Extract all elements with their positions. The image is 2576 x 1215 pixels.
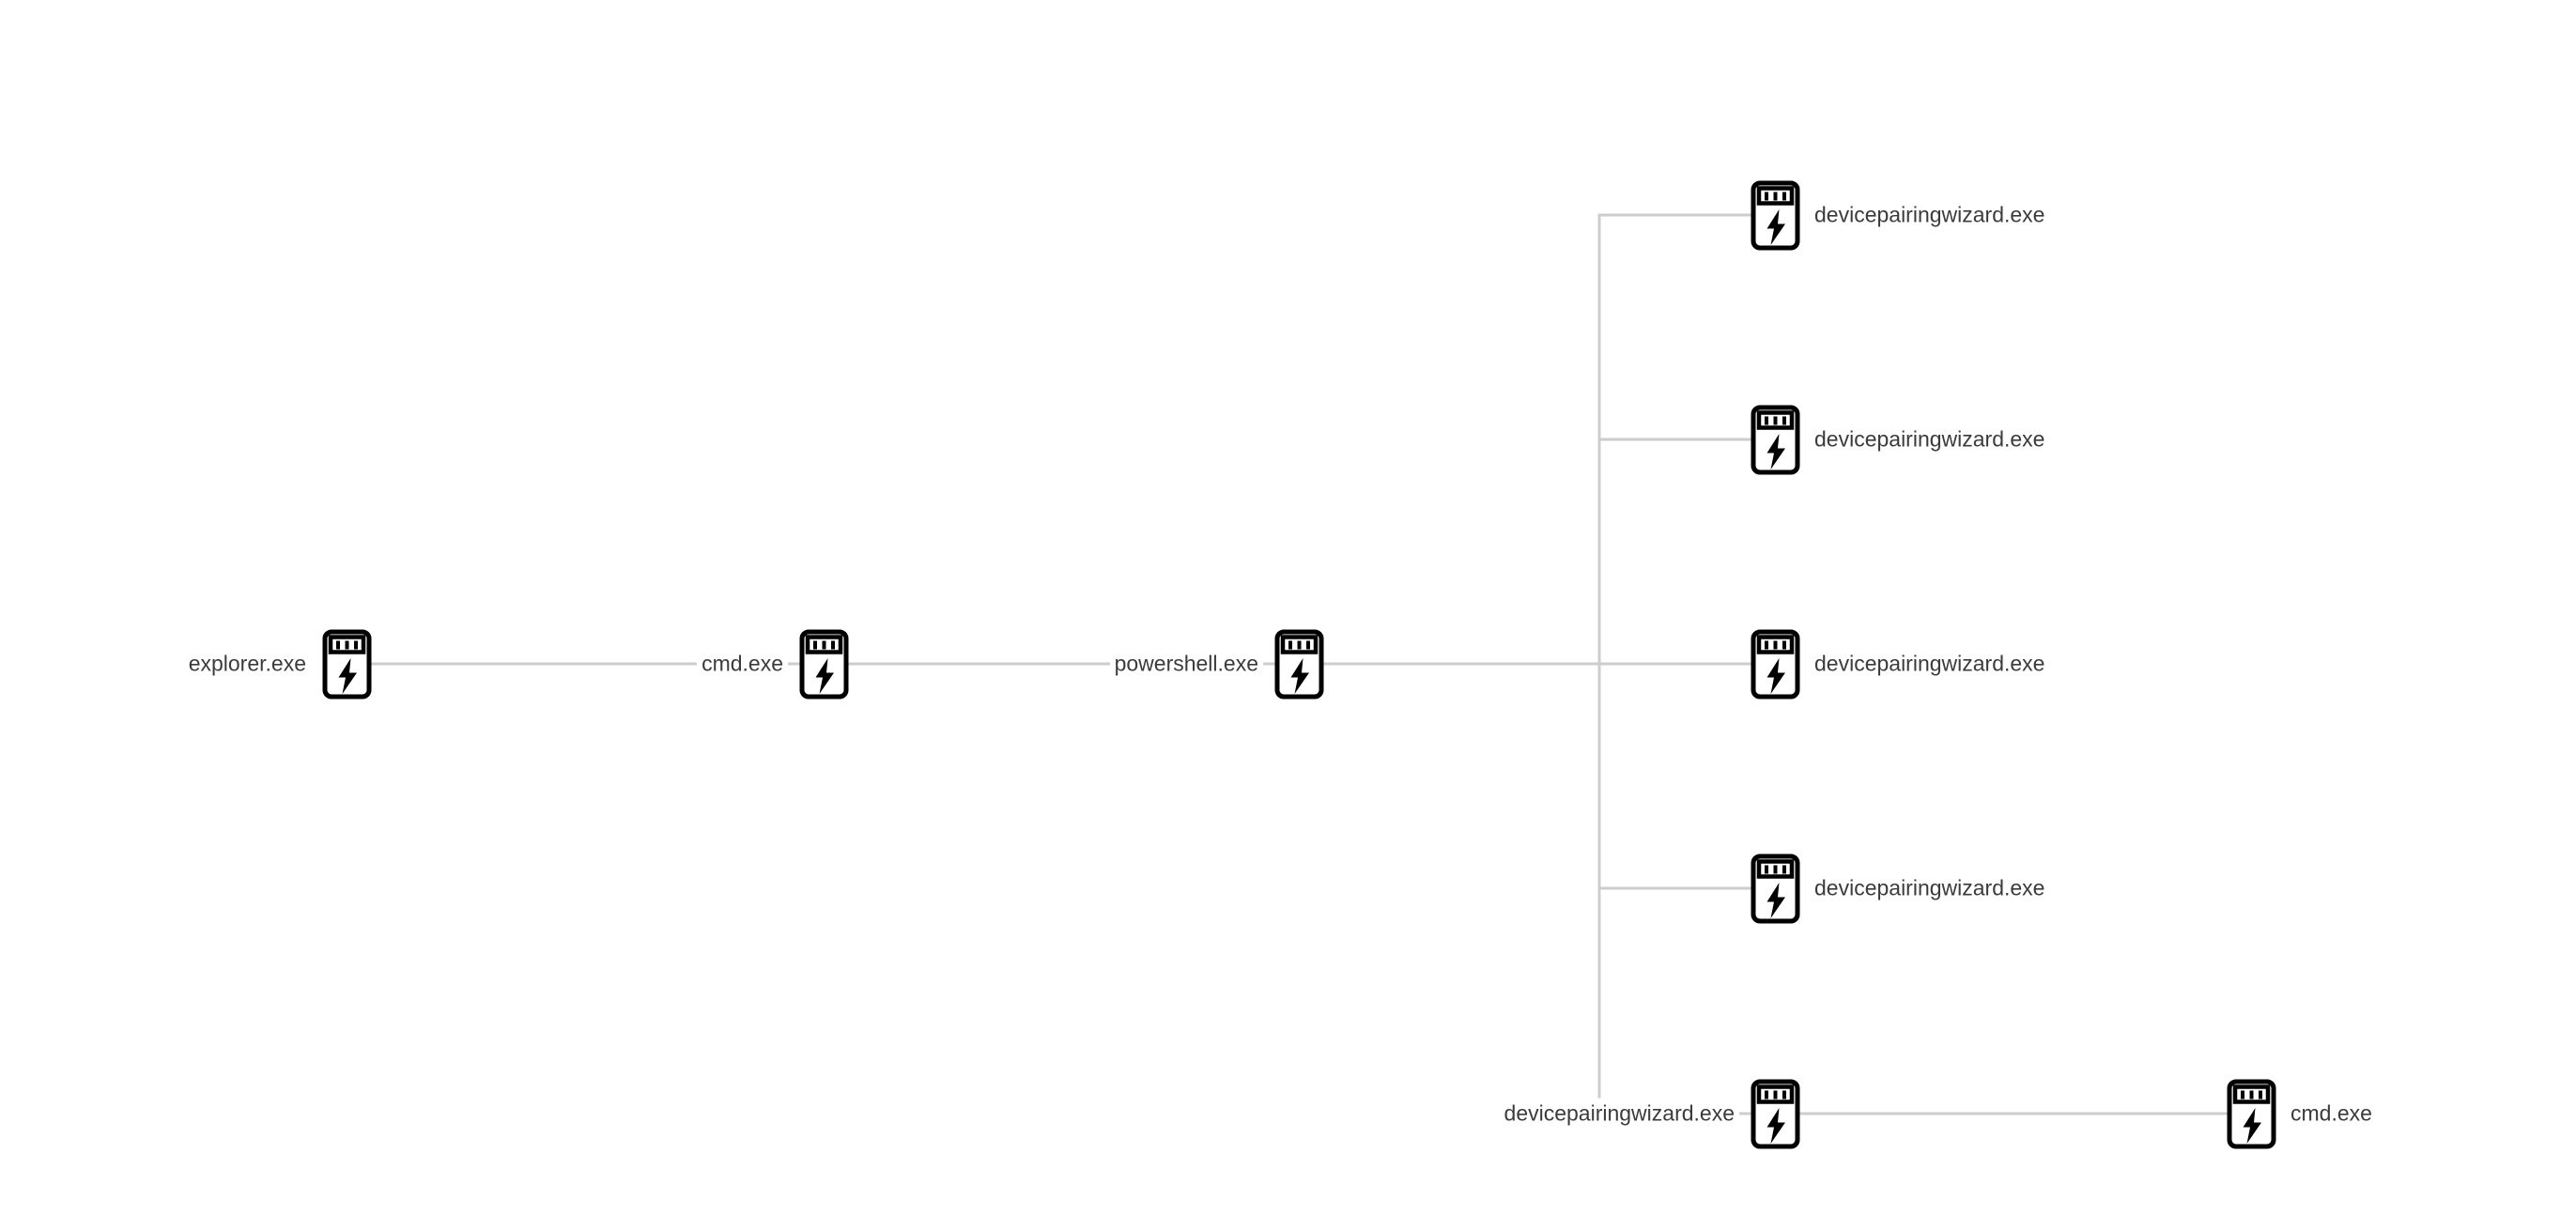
lightning-bolt-icon xyxy=(338,657,357,694)
edge-powershell-to-dpw-4 xyxy=(1299,662,1775,890)
lightning-bolt-icon xyxy=(1290,657,1309,694)
process-icon-pin xyxy=(353,640,358,649)
process-icon-pin xyxy=(1773,1090,1777,1099)
process-label[interactable]: devicepairingwizard.exe xyxy=(1810,423,2050,455)
process-icon-pin xyxy=(1782,416,1786,424)
process-icon-pin xyxy=(1764,865,1768,873)
process-icon-pin xyxy=(1764,416,1768,424)
process-icon[interactable] xyxy=(1751,629,1800,700)
process-icon-pin xyxy=(1297,640,1301,649)
process-icon[interactable] xyxy=(322,629,372,700)
process-label[interactable]: devicepairingwizard.exe xyxy=(1810,648,2050,680)
lightning-bolt-icon xyxy=(815,657,834,694)
lightning-bolt-icon xyxy=(2243,1107,2261,1144)
edge-powershell-to-dpw-2 xyxy=(1299,438,1775,666)
process-icon-pin xyxy=(812,640,817,649)
process-icon[interactable] xyxy=(1751,1079,1800,1149)
lightning-bolt-icon xyxy=(1766,657,1785,694)
lightning-bolt-icon xyxy=(1766,882,1785,918)
process-icon-pin xyxy=(1773,640,1777,649)
process-icon-pin xyxy=(1305,640,1310,649)
process-icon-pin xyxy=(2258,1090,2262,1099)
process-icon[interactable] xyxy=(1751,405,1800,475)
process-icon-pin xyxy=(1782,640,1786,649)
process-icon-pin xyxy=(1773,192,1777,200)
process-icon[interactable] xyxy=(2227,1079,2276,1149)
process-icon-pin xyxy=(1764,640,1768,649)
process-icon[interactable] xyxy=(799,629,849,700)
lightning-bolt-icon xyxy=(1766,433,1785,469)
process-icon-pin xyxy=(1764,192,1768,200)
process-icon-pin xyxy=(2240,1090,2244,1099)
process-icon-pin xyxy=(1773,865,1777,873)
process-icon-pin xyxy=(1288,640,1292,649)
process-label[interactable]: cmd.exe xyxy=(2286,1098,2377,1130)
lightning-bolt-icon xyxy=(1766,1107,1785,1144)
process-icon[interactable] xyxy=(1751,854,1800,924)
process-icon-pin xyxy=(2249,1090,2253,1099)
process-icon-pin xyxy=(1782,1090,1786,1099)
process-label[interactable]: devicepairingwizard.exe xyxy=(1810,199,2050,231)
process-label[interactable]: explorer.exe xyxy=(183,648,311,680)
process-icon[interactable] xyxy=(1274,629,1324,700)
process-icon-pin xyxy=(345,640,348,649)
process-icon-pin xyxy=(1773,416,1777,424)
lightning-bolt-icon xyxy=(1766,208,1785,245)
process-icon-pin xyxy=(335,640,340,649)
process-icon-pin xyxy=(822,640,825,649)
process-label[interactable]: powershell.exe xyxy=(1109,648,1263,680)
process-icon-pin xyxy=(1782,865,1786,873)
process-icon-pin xyxy=(830,640,835,649)
process-icon[interactable] xyxy=(1751,180,1800,251)
process-label[interactable]: cmd.exe xyxy=(697,648,788,680)
process-label[interactable]: devicepairingwizard.exe xyxy=(1810,872,2050,904)
process-icon-pin xyxy=(1764,1090,1768,1099)
process-label[interactable]: devicepairingwizard.exe xyxy=(1499,1098,1739,1130)
process-icon-pin xyxy=(1782,192,1786,200)
